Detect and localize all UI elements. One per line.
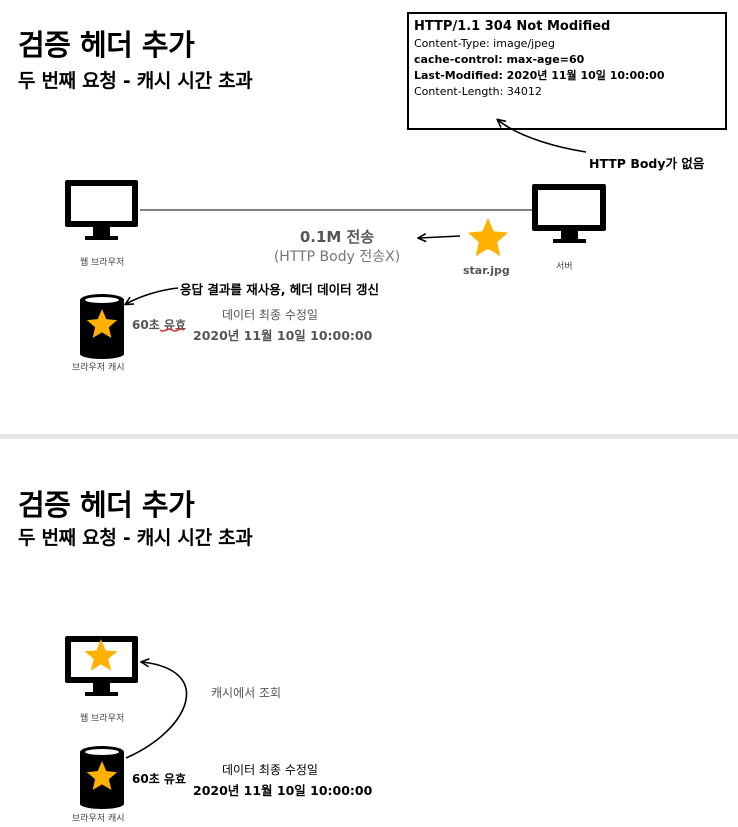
cache-label-2: 브라우저 캐시	[72, 814, 125, 824]
validity-underline	[159, 328, 185, 332]
browser-cache-icon-2	[80, 746, 124, 809]
transfer-arrow	[419, 236, 461, 238]
no-body-arrow	[498, 120, 587, 153]
browser-label: 웹 브라우저	[80, 258, 125, 268]
page-title: 검증 헤더 추가	[18, 28, 195, 62]
modified-date-2: 2020년 11월 10일 10:00:00	[193, 783, 373, 798]
response-header-box: HTTP/1.1 304 Not Modified Content-Type: …	[407, 12, 727, 130]
file-label: star.jpg	[463, 264, 510, 277]
reuse-arrow	[126, 287, 179, 304]
no-body-label: HTTP Body가 없음	[589, 156, 705, 171]
status-line: HTTP/1.1 304 Not Modified	[414, 19, 611, 34]
last-modified-line: Last-Modified: 2020년 11월 10일 10:00:00	[414, 69, 665, 82]
modified-caption-2: 데이터 최종 수정일	[222, 763, 318, 777]
browser-label-2: 웹 브라우저	[80, 714, 125, 724]
browser-monitor-icon	[65, 180, 138, 240]
server-monitor-icon	[532, 184, 606, 243]
cache-label: 브라우저 캐시	[72, 363, 125, 373]
cache-control-line: cache-control: max-age=60	[414, 53, 585, 66]
browser-cache-icon	[80, 294, 124, 359]
lookup-label: 캐시에서 조회	[211, 686, 282, 700]
content-length-line: Content-Length: 34012	[414, 85, 542, 98]
modified-date: 2020년 11월 10일 10:00:00	[193, 328, 373, 343]
content-type-line: Content-Type: image/jpeg	[414, 37, 555, 50]
reuse-label: 응답 결과를 재사용, 헤더 데이터 갱신	[180, 282, 380, 297]
server-label: 서버	[556, 262, 573, 272]
cache-validity-label-2: 60초 유효	[132, 772, 186, 786]
section-divider	[0, 434, 738, 439]
cache-validity-label: 60초 유효	[132, 318, 186, 332]
transfer-note-label: (HTTP Body 전송X)	[273, 249, 401, 265]
lookup-arrow	[125, 662, 188, 759]
star-file-icon	[467, 218, 508, 257]
browser-monitor-icon-2	[65, 636, 138, 696]
transfer-size-label: 0.1M 전송	[299, 228, 375, 246]
page-subtitle: 두 번째 요청 - 캐시 시간 초과	[18, 70, 253, 92]
page-title-2: 검증 헤더 추가	[18, 488, 195, 522]
modified-caption: 데이터 최종 수정일	[222, 308, 318, 322]
page-subtitle-2: 두 번째 요청 - 캐시 시간 초과	[18, 527, 253, 549]
